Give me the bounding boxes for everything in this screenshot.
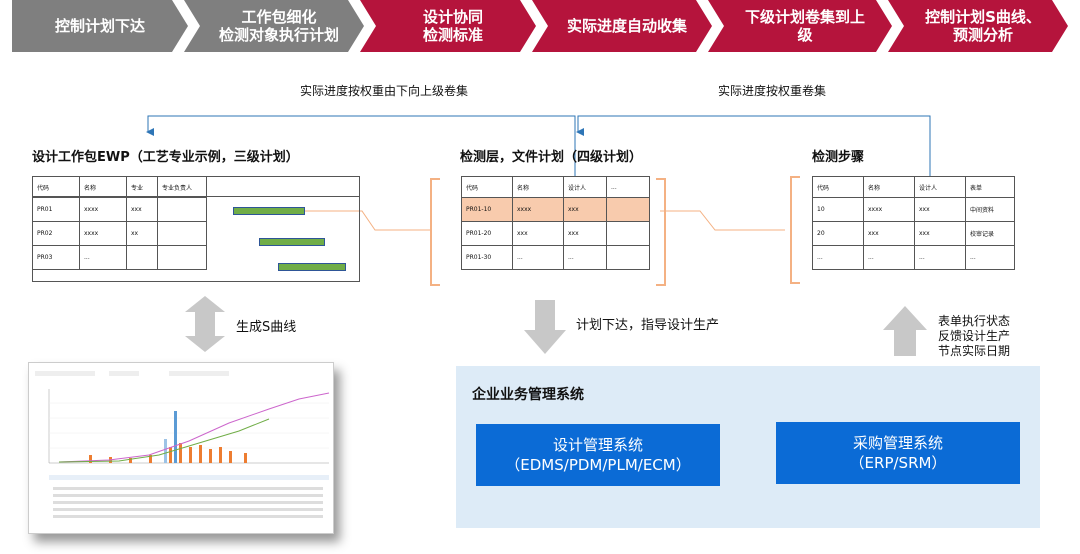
gantt-bar bbox=[278, 263, 346, 271]
procurement-system-box: 采购管理系统 （ERP/SRM） bbox=[776, 422, 1020, 484]
enterprise-system-title: 企业业务管理系统 bbox=[472, 387, 584, 403]
feedback-label: 表单执行状态 反馈设计生产 节点实际日期 bbox=[938, 314, 1011, 358]
table-header: 专业负责人 bbox=[157, 176, 207, 198]
left-brace bbox=[430, 178, 440, 286]
procurement-system-label: 采购管理系统 （ERP/SRM） bbox=[849, 434, 947, 472]
rollup-right-arrow bbox=[576, 115, 931, 178]
plan-issue-label: 计划下达，指导设计生产 bbox=[576, 318, 720, 333]
process-step-label: 实际进度自动收集 bbox=[566, 17, 687, 35]
rollup-left-note: 实际进度按权重由下向上级卷集 bbox=[300, 84, 469, 98]
process-step-1: 控制计划下达 bbox=[12, 0, 188, 52]
table-header: 名称 bbox=[79, 176, 127, 198]
process-step-label: 控制计划下达 bbox=[54, 17, 145, 35]
table-header: 代码 bbox=[812, 176, 864, 198]
right-brace bbox=[656, 178, 666, 286]
s-curve-screenshot bbox=[28, 362, 334, 534]
table-header: 名称 bbox=[512, 176, 564, 198]
process-step-label: 下级计划卷集到上 级 bbox=[744, 8, 865, 44]
link-ewp-to-inspection bbox=[305, 210, 430, 231]
table-header: 专业 bbox=[126, 176, 158, 198]
process-step-5: 下级计划卷集到上 级 bbox=[708, 0, 892, 52]
table-row: ............ bbox=[812, 245, 1015, 270]
process-step-label: 设计协同 检测标准 bbox=[422, 8, 483, 44]
design-system-label: 设计管理系统 （EDMS/PDM/PLM/ECM） bbox=[505, 436, 691, 474]
ewp-section-title: 设计工作包EWP（工艺专业示例，三级计划） bbox=[32, 150, 299, 165]
table-row: PR01-30...... bbox=[461, 245, 650, 270]
inspection-steps-title: 检测步骤 bbox=[812, 150, 865, 165]
process-step-label: 控制计划S曲线、 预测分析 bbox=[925, 8, 1041, 44]
rollup-left-arrow bbox=[146, 115, 576, 178]
table-header: 设计人 bbox=[914, 176, 966, 198]
gantt-bar bbox=[233, 207, 305, 215]
process-step-6: 控制计划S曲线、 预测分析 bbox=[888, 0, 1068, 52]
inspection-layer-title: 检测层，文件计划（四级计划） bbox=[460, 150, 643, 165]
gantt-divider bbox=[33, 196, 359, 197]
process-step-label: 工作包细化 检测对象执行计划 bbox=[218, 8, 339, 44]
table-header: 设计人 bbox=[563, 176, 607, 198]
link-inspection-to-steps bbox=[660, 210, 785, 231]
process-step-2: 工作包细化 检测对象执行计划 bbox=[184, 0, 364, 52]
table-header: 代码 bbox=[32, 176, 80, 198]
table-row: PR03... bbox=[32, 245, 207, 270]
rollup-right-note: 实际进度按权重卷集 bbox=[718, 84, 827, 98]
table-header: 代码 bbox=[461, 176, 513, 198]
s-curve-thumbnail bbox=[35, 371, 330, 518]
process-step-4: 实际进度自动收集 bbox=[532, 0, 712, 52]
table-header: 表单 bbox=[965, 176, 1015, 198]
s-curve-double-arrow bbox=[185, 296, 225, 352]
design-management-system-box: 设计管理系统 （EDMS/PDM/PLM/ECM） bbox=[476, 424, 720, 486]
gantt-bar bbox=[259, 238, 325, 246]
plan-issue-down-arrow bbox=[524, 300, 566, 354]
table-header: ... bbox=[606, 176, 650, 198]
process-step-3: 设计协同 检测标准 bbox=[360, 0, 536, 52]
feedback-up-arrow bbox=[883, 306, 927, 356]
generate-s-curve-label: 生成S曲线 bbox=[236, 320, 297, 335]
table-header: 名称 bbox=[863, 176, 915, 198]
left-brace bbox=[790, 176, 800, 284]
